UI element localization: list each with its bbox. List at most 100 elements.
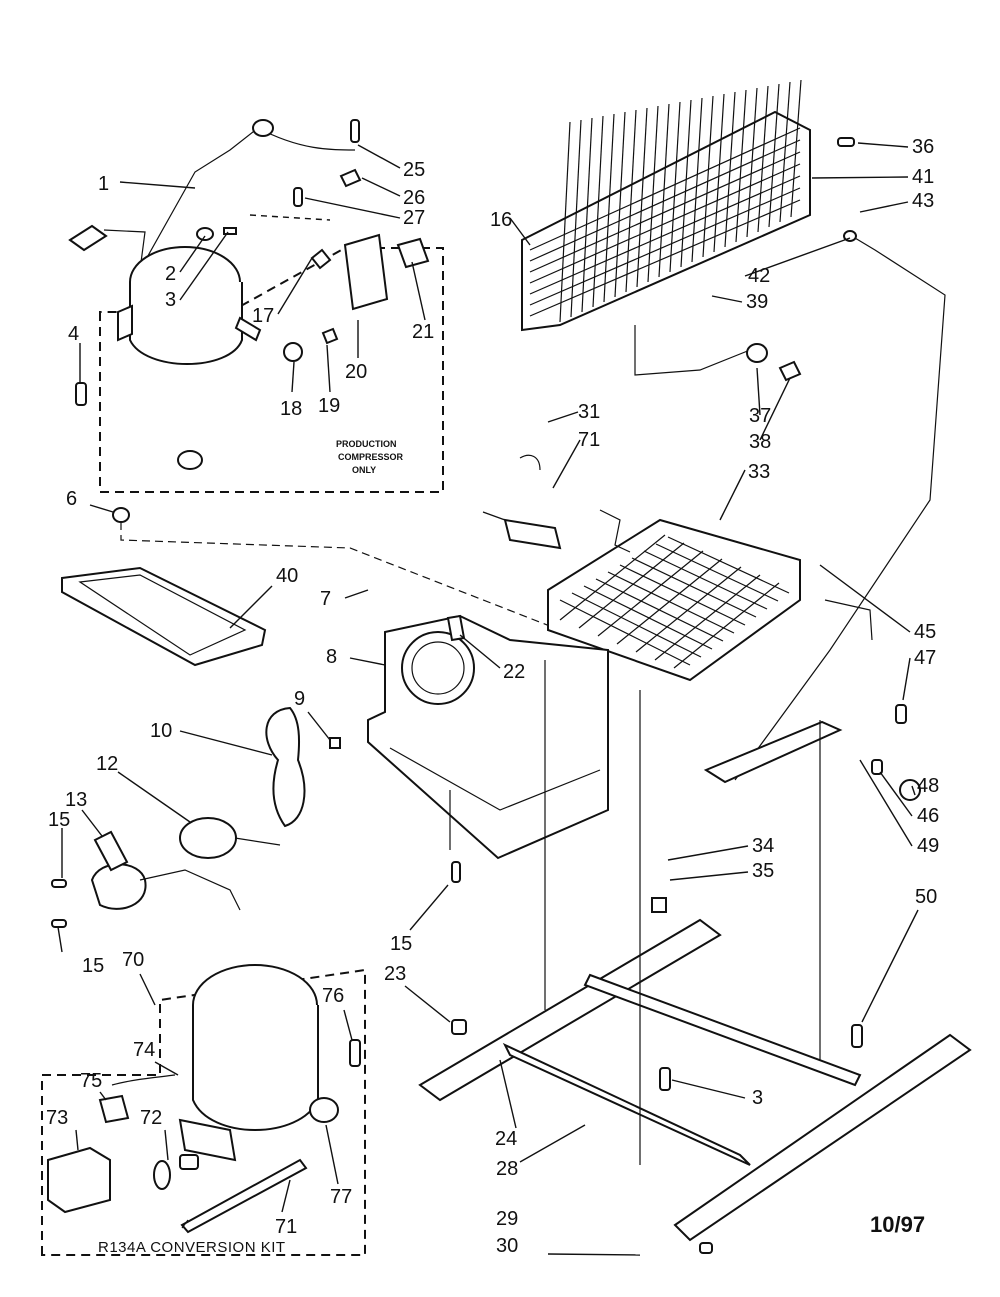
callout-47: 47 [914,647,936,669]
leader-line [459,634,501,669]
callout-15-a: 15 [48,809,70,831]
condenser-fin [724,91,736,248]
leader-line [179,730,273,756]
leader-line [667,845,749,861]
condenser-coil [521,79,946,781]
evaporator-rod [559,599,691,666]
callout-13: 13 [65,789,87,811]
callout-77: 77 [330,1186,352,1208]
leader-line [326,344,331,393]
conversion-kit-title: R134A CONVERSION KIT [98,1239,286,1256]
small-parts-top [196,119,362,241]
callout-19: 19 [318,395,340,417]
callout-2: 2 [165,263,176,285]
leader-line [499,1059,517,1129]
leader-line [669,871,749,881]
callout-8: 8 [326,646,337,668]
leader-line [81,809,103,837]
leader-line [57,926,63,953]
evaporator-rod [667,536,790,594]
callout-73: 73 [46,1107,68,1129]
leader-line [859,759,913,847]
callout-34: 34 [752,835,774,857]
leader-line [411,261,426,321]
evaporator-tube [654,574,761,661]
evaporator-tube [597,550,704,637]
leader-line [711,295,743,303]
leader-line [547,411,579,423]
fan-blade [265,706,341,828]
condenser-fin [625,109,637,293]
condenser-fin [592,115,604,308]
callout-29: 29 [496,1208,518,1230]
leader-line [671,1079,746,1099]
callout-49: 49 [917,835,939,857]
callout-35: 35 [752,860,774,882]
leader-line [759,377,791,441]
condenser-fin [570,119,582,318]
leader-line [756,367,761,416]
leader-line [409,884,449,931]
callout-76: 76 [322,985,344,1007]
leader-lines [57,142,919,1256]
callout-7: 7 [320,588,331,610]
callout-46: 46 [917,805,939,827]
callout-labels: 1 2 3 3 4 6 7 8 9 10 12 13 15 15 15 16 1… [46,136,939,1257]
callout-15-b: 15 [82,955,104,977]
condenser-fin [603,113,615,303]
leader-line [857,142,909,148]
callout-71-top: 71 [578,429,600,451]
leader-line [547,1253,641,1256]
condenser-tube [529,127,801,251]
leader-line [291,361,295,393]
leader-line [119,181,196,189]
callout-70: 70 [122,949,144,971]
leader-line [164,1129,169,1161]
evaporator-rod [583,585,713,650]
callout-40: 40 [276,565,298,587]
leader-line [89,504,114,513]
leader-line [811,176,909,179]
condenser-tube [529,163,801,284]
fan-motor [90,817,281,911]
leader-line [75,1129,79,1151]
leader-line [911,785,916,796]
leader-line [357,144,401,169]
condenser-fin [757,85,769,233]
production-note-line3: ONLY [352,465,376,475]
leader-line [344,589,369,599]
condenser-fin [779,81,791,223]
leader-line [404,985,451,1023]
condenser-tube [529,139,801,262]
callout-6: 6 [66,488,77,510]
condenser-fin [746,87,758,238]
leader-line [552,439,581,489]
callout-4: 4 [68,323,79,345]
evaporator-tube [673,582,780,669]
leader-line [819,564,911,633]
callout-31: 31 [578,401,600,423]
conversion-kit-group [41,964,366,1256]
leader-line [879,771,913,817]
callout-48: 48 [917,775,939,797]
callout-41: 41 [912,166,934,188]
leader-line [859,201,909,213]
evaporator-tube [616,558,723,645]
evaporator-rod [571,592,702,658]
condenser-fin [581,117,593,313]
callout-75: 75 [80,1070,102,1092]
leader-line [154,1061,179,1076]
leader-line [304,197,401,219]
callout-33: 33 [748,461,770,483]
evaporator-tube [635,566,742,653]
condenser-fin [636,107,648,288]
callout-39: 39 [746,291,768,313]
callout-72: 72 [140,1107,162,1129]
leader-line [99,1091,107,1101]
evaporator [482,454,801,682]
condenser-fin [614,111,626,298]
callout-12: 12 [96,753,118,775]
screw-15-a [51,879,67,888]
leader-line [343,1009,353,1041]
